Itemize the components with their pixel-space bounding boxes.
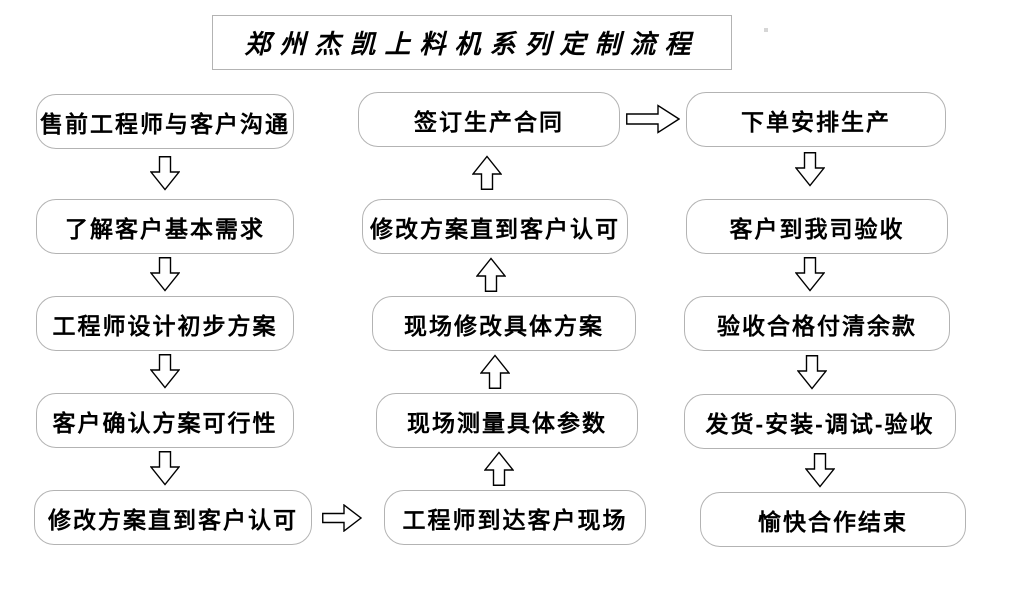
up-arrow-icon [479, 354, 511, 389]
flow-step-presales-communication: 售前工程师与客户沟通 [36, 94, 294, 149]
flow-step-pay-balance: 验收合格付清余款 [684, 296, 950, 351]
flow-step-cooperation-complete: 愉快合作结束 [700, 492, 966, 547]
flow-step-customer-acceptance: 客户到我司验收 [686, 199, 948, 254]
up-arrow-icon [471, 155, 503, 190]
down-arrow-icon [149, 354, 181, 389]
down-arrow-icon [794, 257, 826, 292]
down-arrow-icon [796, 355, 828, 390]
up-arrow-icon [475, 257, 507, 292]
flow-step-sign-contract: 签订生产合同 [358, 92, 620, 147]
flow-step-revise-until-approved-1: 修改方案直到客户认可 [34, 490, 312, 545]
flow-step-revise-until-approved-2: 修改方案直到客户认可 [362, 199, 628, 254]
down-arrow-icon [804, 453, 836, 488]
up-arrow-icon [483, 451, 515, 486]
flow-step-understand-needs: 了解客户基本需求 [36, 199, 294, 254]
flow-step-confirm-feasibility: 客户确认方案可行性 [36, 393, 294, 448]
flow-step-onsite-measure-params: 现场测量具体参数 [376, 393, 638, 448]
down-arrow-icon [149, 451, 181, 486]
down-arrow-icon [794, 152, 826, 187]
flow-step-preliminary-design: 工程师设计初步方案 [36, 296, 294, 351]
right-arrow-icon [322, 503, 363, 533]
flow-step-engineer-arrives-site: 工程师到达客户现场 [384, 490, 646, 545]
flowchart-title: 郑州杰凯上料机系列定制流程 [212, 15, 732, 70]
flow-step-ship-install-debug: 发货-安装-调试-验收 [684, 394, 956, 449]
down-arrow-icon [149, 257, 181, 292]
flow-step-onsite-revise-plan: 现场修改具体方案 [372, 296, 636, 351]
down-arrow-icon [149, 156, 181, 191]
right-arrow-icon [626, 104, 681, 134]
stray-dot-mark [764, 28, 768, 32]
flow-step-order-production: 下单安排生产 [686, 92, 946, 147]
